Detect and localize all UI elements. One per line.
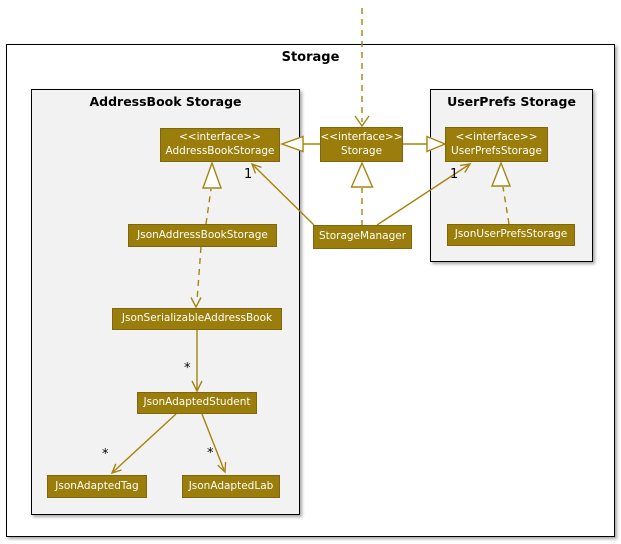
stereotype-label: <<interface>> xyxy=(320,130,403,143)
node-label: JsonUserPrefsStorage xyxy=(454,228,568,241)
node-label: JsonAddressBookStorage xyxy=(137,228,268,241)
node-jsonuserprefsstorage: JsonUserPrefsStorage xyxy=(447,224,575,246)
node-jsonadaptedtag: JsonAdaptedTag xyxy=(47,475,147,498)
multiplicity-storagemanager-addressbookstorage: 1 xyxy=(244,167,253,182)
node-label: JsonAdaptedLab xyxy=(188,479,274,492)
diagram-title: Storage xyxy=(281,50,340,65)
node-label: Storage xyxy=(340,144,383,157)
node-label: JsonSerializableAddressBook xyxy=(121,312,273,325)
multiplicity-student-tag: * xyxy=(102,447,109,462)
group-addressbook-storage-title: AddressBook Storage xyxy=(89,94,242,109)
node-label: JsonAdaptedTag xyxy=(55,479,139,492)
group-userprefs-storage-title: UserPrefs Storage xyxy=(447,94,576,109)
node-label: AddressBookStorage xyxy=(165,145,275,157)
node-jsonadaptedlab: JsonAdaptedLab xyxy=(182,475,280,498)
node-jsonadaptedstudent: JsonAdaptedStudent xyxy=(137,392,257,414)
node-jsonserializableaddressbook: JsonSerializableAddressBook xyxy=(112,308,282,330)
stereotype-label: <<interface>> xyxy=(455,130,538,143)
node-storagemanager: StorageManager xyxy=(313,225,412,249)
multiplicity-storagemanager-userprefsstorage: 1 xyxy=(450,167,459,182)
node-label: UserPrefsStorage xyxy=(451,144,542,157)
multiplicity-student-lab: * xyxy=(207,446,214,461)
node-label: JsonAdaptedStudent xyxy=(143,396,251,409)
node-interface-userprefsstorage: <<interface>> UserPrefsStorage xyxy=(445,127,548,162)
node-jsonaddressbookstorage: JsonAddressBookStorage xyxy=(128,224,277,247)
node-label: StorageManager xyxy=(318,230,407,243)
stereotype-label: <<interface>> xyxy=(178,131,262,144)
node-interface-storage: <<interface>> Storage xyxy=(320,127,403,162)
node-interface-addressbookstorage: <<interface>> AddressBookStorage xyxy=(160,128,280,162)
multiplicity-serializable-student: * xyxy=(184,361,191,376)
